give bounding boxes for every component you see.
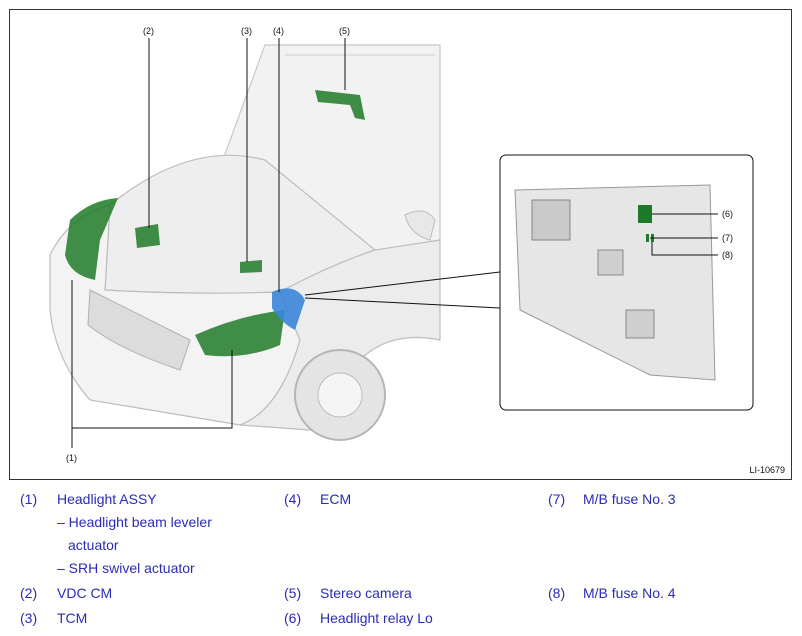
fuse-box-relay-lower (625, 309, 655, 339)
legend-num-8: (8) (548, 585, 566, 601)
legend-ecm: ECM (320, 491, 352, 507)
front-grille (87, 289, 191, 371)
vehicle-illustration (49, 38, 754, 448)
callout-4: (4) (273, 26, 284, 36)
figure-id: LI-10679 (749, 465, 785, 475)
front-wheel-hub (317, 372, 363, 418)
callout-3: (3) (241, 26, 252, 36)
legend-num-2: (2) (20, 585, 38, 601)
headlight-relay-lo-shape (638, 205, 652, 223)
legend-stereo-camera: Stereo camera (320, 585, 412, 601)
legend-num-7: (7) (548, 491, 566, 507)
side-mirror (404, 210, 436, 241)
legend-srh-swivel-actuator: – SRH swivel actuator (57, 560, 195, 576)
headlight-left-shape (65, 198, 118, 280)
fuse-box-relay-center (597, 249, 624, 276)
headlight-right-shape (195, 310, 285, 357)
callout-5: (5) (339, 26, 350, 36)
callout-1: (1) (66, 453, 77, 463)
stereo-camera-shape (315, 90, 365, 120)
legend-num-1: (1) (20, 491, 38, 507)
vdc-cm-shape (135, 224, 160, 248)
legend-mb-fuse-no4: M/B fuse No. 4 (583, 585, 676, 601)
legend-mb-fuse-no3: M/B fuse No. 3 (583, 491, 676, 507)
callout-8: (8) (722, 250, 733, 260)
legend-tcm: TCM (57, 610, 88, 626)
fuse-box-relay-large (531, 199, 571, 241)
legend-num-6: (6) (284, 610, 302, 626)
legend: (1) Headlight ASSY – Headlight beam leve… (0, 482, 802, 636)
leader-lines (71, 38, 501, 448)
legend-headlight-relay-lo: Headlight relay Lo (320, 610, 433, 626)
legend-num-5: (5) (284, 585, 302, 601)
legend-num-4: (4) (284, 491, 302, 507)
callout-2: (2) (143, 26, 154, 36)
callout-7: (7) (722, 233, 733, 243)
legend-headlight-assy: Headlight ASSY (57, 491, 157, 507)
legend-headlight-beam-leveler: – Headlight beam leveler (57, 514, 212, 530)
legend-actuator: actuator (68, 537, 119, 553)
mb-fuse-no3-shape (646, 234, 649, 242)
legend-vdc-cm: VDC CM (57, 585, 113, 601)
ecm-shape (272, 288, 305, 330)
inset-leader-lines (650, 213, 718, 256)
callout-6: (6) (722, 209, 733, 219)
tcm-shape (240, 260, 262, 273)
component-location-figure: (2) (3) (4) (5) (1) (6) (7) (8) LI-10679 (9, 9, 792, 480)
legend-num-3: (3) (20, 610, 38, 626)
